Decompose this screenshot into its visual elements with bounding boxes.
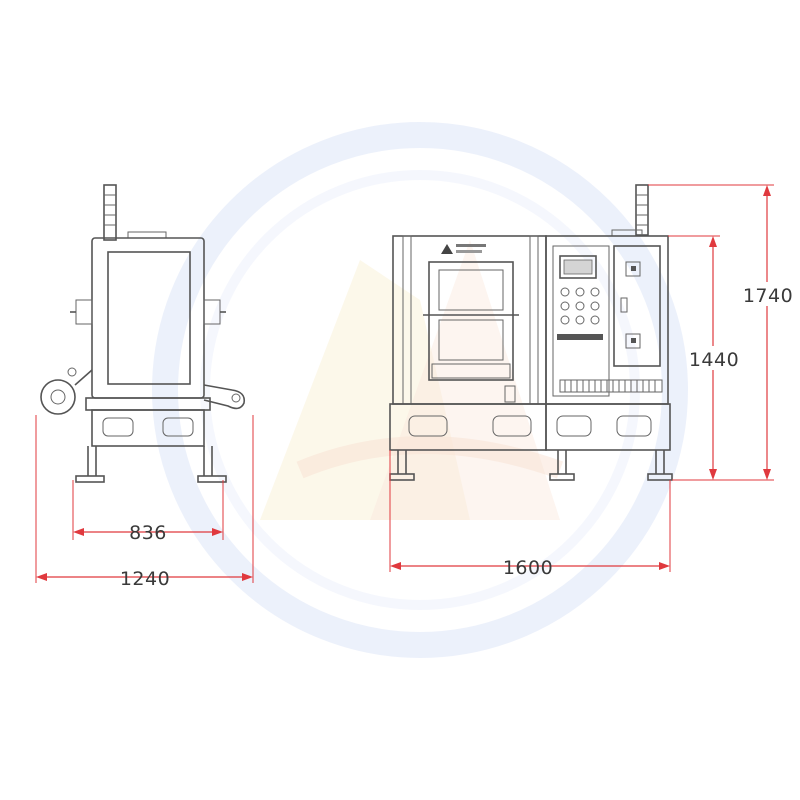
side-antenna	[635, 184, 649, 236]
front-door-panel	[107, 251, 191, 385]
dimension-1740: 1740	[648, 184, 794, 481]
dimension-836: 836	[72, 480, 224, 544]
dimension-1600: 1600	[389, 450, 671, 579]
side-view	[389, 184, 673, 481]
electrical-door	[613, 245, 661, 367]
model-plate	[557, 334, 603, 340]
brand-plate	[441, 244, 486, 254]
dimension-1240: 1240	[35, 415, 254, 590]
front-base	[91, 409, 205, 447]
dim-label-1600: 1600	[503, 557, 553, 579]
roll-holder-left	[40, 379, 76, 415]
button-grid	[560, 287, 600, 325]
dim-label-1440: 1440	[689, 349, 739, 371]
dim-label-1240: 1240	[120, 568, 170, 590]
dim-label-836: 836	[129, 522, 167, 544]
front-antenna	[103, 184, 117, 241]
vent-strip	[559, 379, 663, 393]
dimension-1440: 1440	[668, 235, 740, 481]
watermark-logo	[152, 122, 688, 658]
side-base-right	[545, 403, 671, 451]
touchscreen-icon	[559, 255, 597, 279]
press-window	[428, 261, 514, 381]
hook-right	[203, 384, 246, 410]
dim-label-1740: 1740	[743, 285, 793, 307]
front-view	[40, 184, 246, 483]
